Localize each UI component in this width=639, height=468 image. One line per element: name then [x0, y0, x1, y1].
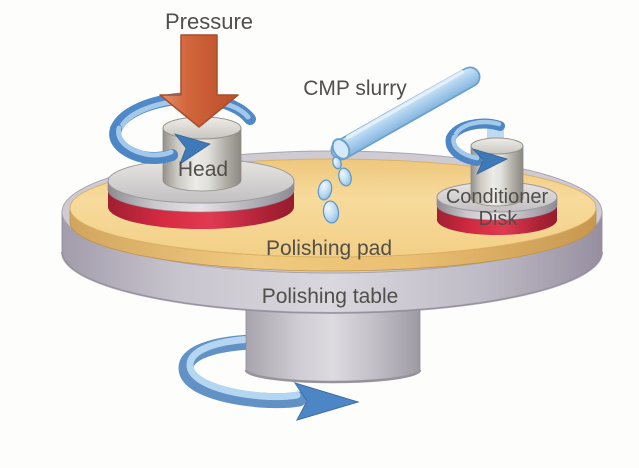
cmp-slurry-label: CMP slurry	[303, 77, 407, 100]
head-rotation-arrow-icon	[109, 123, 211, 166]
slurry-nozzle-icon	[330, 66, 481, 161]
conditioner-cylinder-top	[470, 137, 524, 155]
head-label: Head	[178, 158, 228, 181]
polishing-pad-label: Polishing pad	[266, 237, 392, 260]
table-pedestal	[244, 299, 422, 384]
conditioner-rotation-arrow-icon	[445, 118, 509, 175]
wafer-red-ring	[108, 190, 294, 229]
head-assembly	[107, 91, 295, 229]
pressure-down-arrow-icon	[159, 34, 239, 128]
conditioner-label-line2: Disk	[479, 208, 519, 230]
conditioner-label-line1: Conditioner	[446, 186, 549, 208]
slurry-droplets-icon	[317, 156, 352, 224]
table-rotation-arrow-icon	[178, 334, 360, 421]
polishing-table-label: Polishing table	[262, 285, 399, 308]
pressure-label: Pressure	[165, 9, 253, 34]
